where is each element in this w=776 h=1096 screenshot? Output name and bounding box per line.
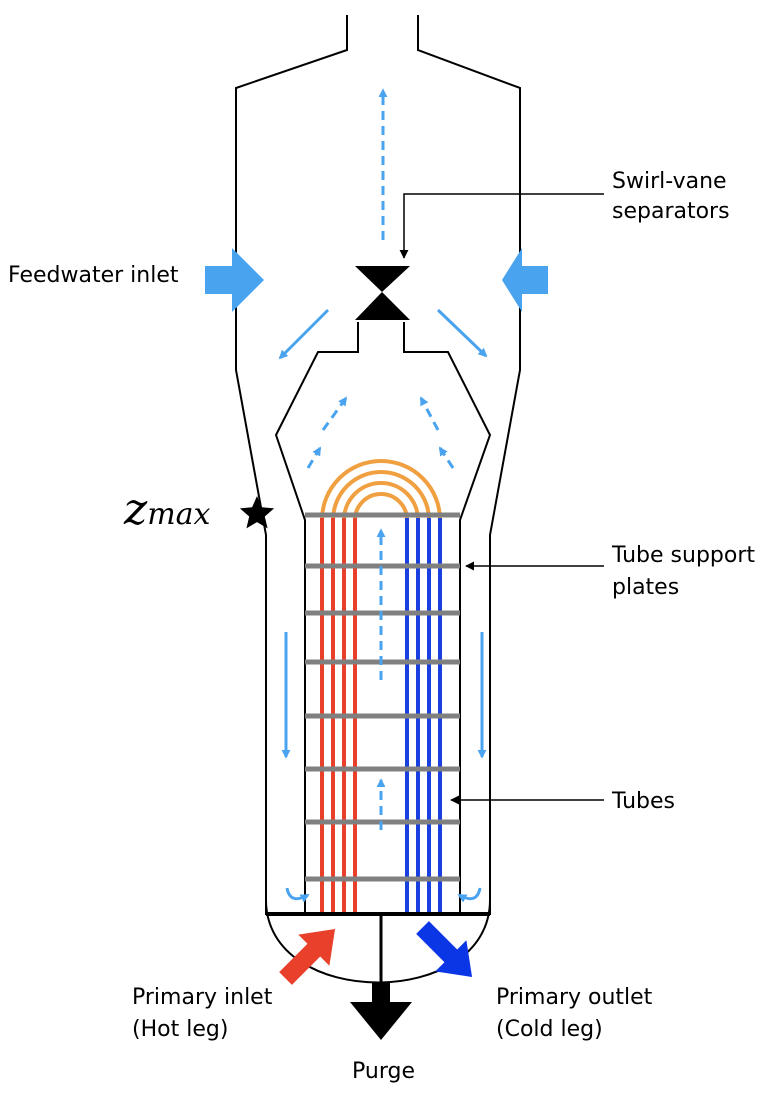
separator-return-left-arrow	[278, 308, 330, 360]
zmax-label: zmax	[124, 488, 210, 532]
primary-inlet-label-line2: (Hot leg)	[132, 1017, 229, 1042]
swirl-vane-label-line2: separators	[612, 199, 730, 224]
swirl-vane-separator-icon	[355, 266, 410, 320]
swirl-vane-label-line1: Swirl-vane	[612, 169, 727, 194]
u-bend-1	[320, 459, 442, 521]
outer-shell-right	[417, 15, 521, 915]
turn-arrow-right	[457, 887, 482, 903]
u-bend-4	[353, 492, 409, 521]
inner-wrapper	[274, 322, 492, 912]
leader-lines	[399, 193, 604, 805]
inner-wrapper-right	[403, 322, 492, 912]
tube-support-label-line1: Tube support	[612, 543, 755, 568]
tube-support-label-line2: plates	[612, 575, 680, 600]
outer-shell-left	[235, 15, 348, 915]
purge-label: Purge	[352, 1059, 415, 1084]
primary-outlet-label-line2: (Cold leg)	[496, 1017, 603, 1042]
u-bend-3	[342, 481, 420, 521]
feedwater-inlet-left-arrow	[205, 248, 264, 312]
zmax-base: z	[124, 484, 148, 535]
tubes-label: Tubes	[612, 789, 676, 814]
swirl-vane-leader	[399, 193, 604, 259]
inner-wrapper-left	[274, 322, 359, 912]
turn-arrow-left	[285, 887, 310, 903]
purge-arrow	[350, 982, 412, 1040]
riser-arrow-lower-left	[306, 446, 322, 469]
separator-return-right-arrow	[436, 308, 488, 358]
primary-inlet-label-line1: Primary inlet	[132, 985, 273, 1010]
riser-arrow-upper-left	[321, 396, 348, 431]
dashed-flow-arrows	[306, 88, 455, 830]
zmax-star-icon	[239, 496, 275, 529]
u-bend-2	[331, 470, 431, 521]
riser-arrow-upper-right	[419, 396, 440, 431]
feedwater-inlet-right-arrow	[502, 248, 548, 312]
u-bend-tubes	[320, 459, 442, 521]
feedwater-inlet-label: Feedwater inlet	[8, 263, 179, 288]
solid-flow-arrows	[278, 308, 488, 903]
primary-inlet-arrow	[279, 928, 336, 985]
zmax-subscript: max	[147, 497, 211, 532]
primary-outlet-arrow	[416, 921, 473, 978]
primary-outlet-label-line1: Primary outlet	[496, 985, 653, 1010]
outer-shell	[235, 15, 521, 984]
riser-arrow-lower-right	[438, 446, 455, 469]
